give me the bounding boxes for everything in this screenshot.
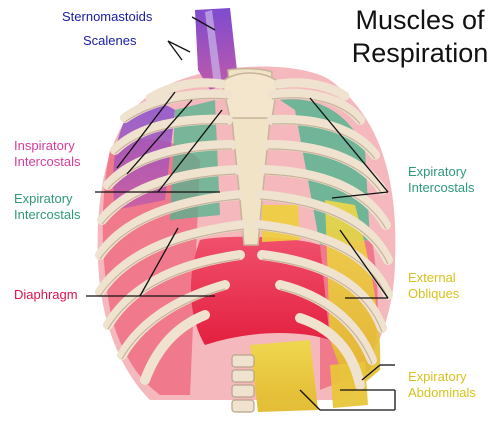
leader-obliques-a (339, 229, 389, 299)
label-obliques-line-2: Obliques (408, 286, 460, 301)
label-diaphragm: Diaphragm (14, 287, 78, 303)
leader-expiratory-left-b (157, 109, 223, 193)
label-expiratory-intercostals-left: Expiratory Intercostals (14, 191, 80, 223)
title-line-2: Respiration (351, 38, 489, 68)
label-exp-right-line-1: Expiratory (408, 164, 467, 179)
label-obliques-line-1: External (408, 270, 456, 285)
leader-sternomastoids (191, 16, 216, 31)
label-sternomastoids: Sternomastoids (62, 9, 152, 25)
sternomastoid-stripes (205, 10, 222, 86)
label-inspiratory-line-2: Intercostals (14, 154, 81, 169)
leader-lines (86, 16, 396, 411)
label-exp-left-line-2: Intercostals (14, 207, 81, 222)
label-expiratory-abdominals: Expiratory Abdominals (408, 369, 476, 401)
left-expiratory-intercostals (170, 100, 220, 220)
right-ribs (253, 88, 393, 390)
leader-inspiratory-b (126, 99, 193, 175)
manubrium (221, 72, 279, 119)
right-ribs-shadow (257, 97, 389, 365)
label-abdominals-line-2: Abdominals (408, 385, 476, 400)
label-inspiratory-intercostals: Inspiratory Intercostals (14, 138, 80, 170)
left-clavicle (145, 78, 227, 103)
leader-abdominals-a2 (361, 364, 381, 381)
right-clavicle (273, 78, 350, 101)
leader-abdominals-d (299, 389, 321, 411)
left-ribs (95, 89, 249, 385)
title-line-1: Muscles of (355, 5, 485, 35)
left-ribs-shadow (99, 97, 245, 360)
leader-exp-right-a (309, 97, 389, 193)
abdominals-region (250, 340, 318, 412)
leader-inspiratory-a (116, 91, 176, 169)
leader-scalenes-b (167, 40, 183, 61)
leader-exp-right-b (331, 191, 389, 199)
label-exp-right-line-2: Intercostals (408, 180, 475, 195)
label-expiratory-intercostals-right: Expiratory Intercostals (408, 164, 474, 196)
leader-scalenes-a (167, 40, 191, 53)
label-abdominals-line-1: Expiratory (408, 369, 467, 384)
diagram-title: Muscles of Respiration (340, 4, 500, 70)
label-inspiratory-line-1: Inspiratory (14, 138, 75, 153)
label-scalenes-text: Scalenes (83, 33, 137, 48)
label-external-obliques: External Obliques (408, 270, 459, 302)
label-sternomastoids-text: Sternomastoids (62, 9, 153, 24)
label-scalenes: Scalenes (83, 33, 136, 49)
leader-diaphragm-b (139, 227, 179, 297)
label-exp-left-line-1: Expiratory (14, 191, 73, 206)
label-diaphragm-text: Diaphragm (14, 287, 78, 302)
spine (231, 354, 255, 413)
